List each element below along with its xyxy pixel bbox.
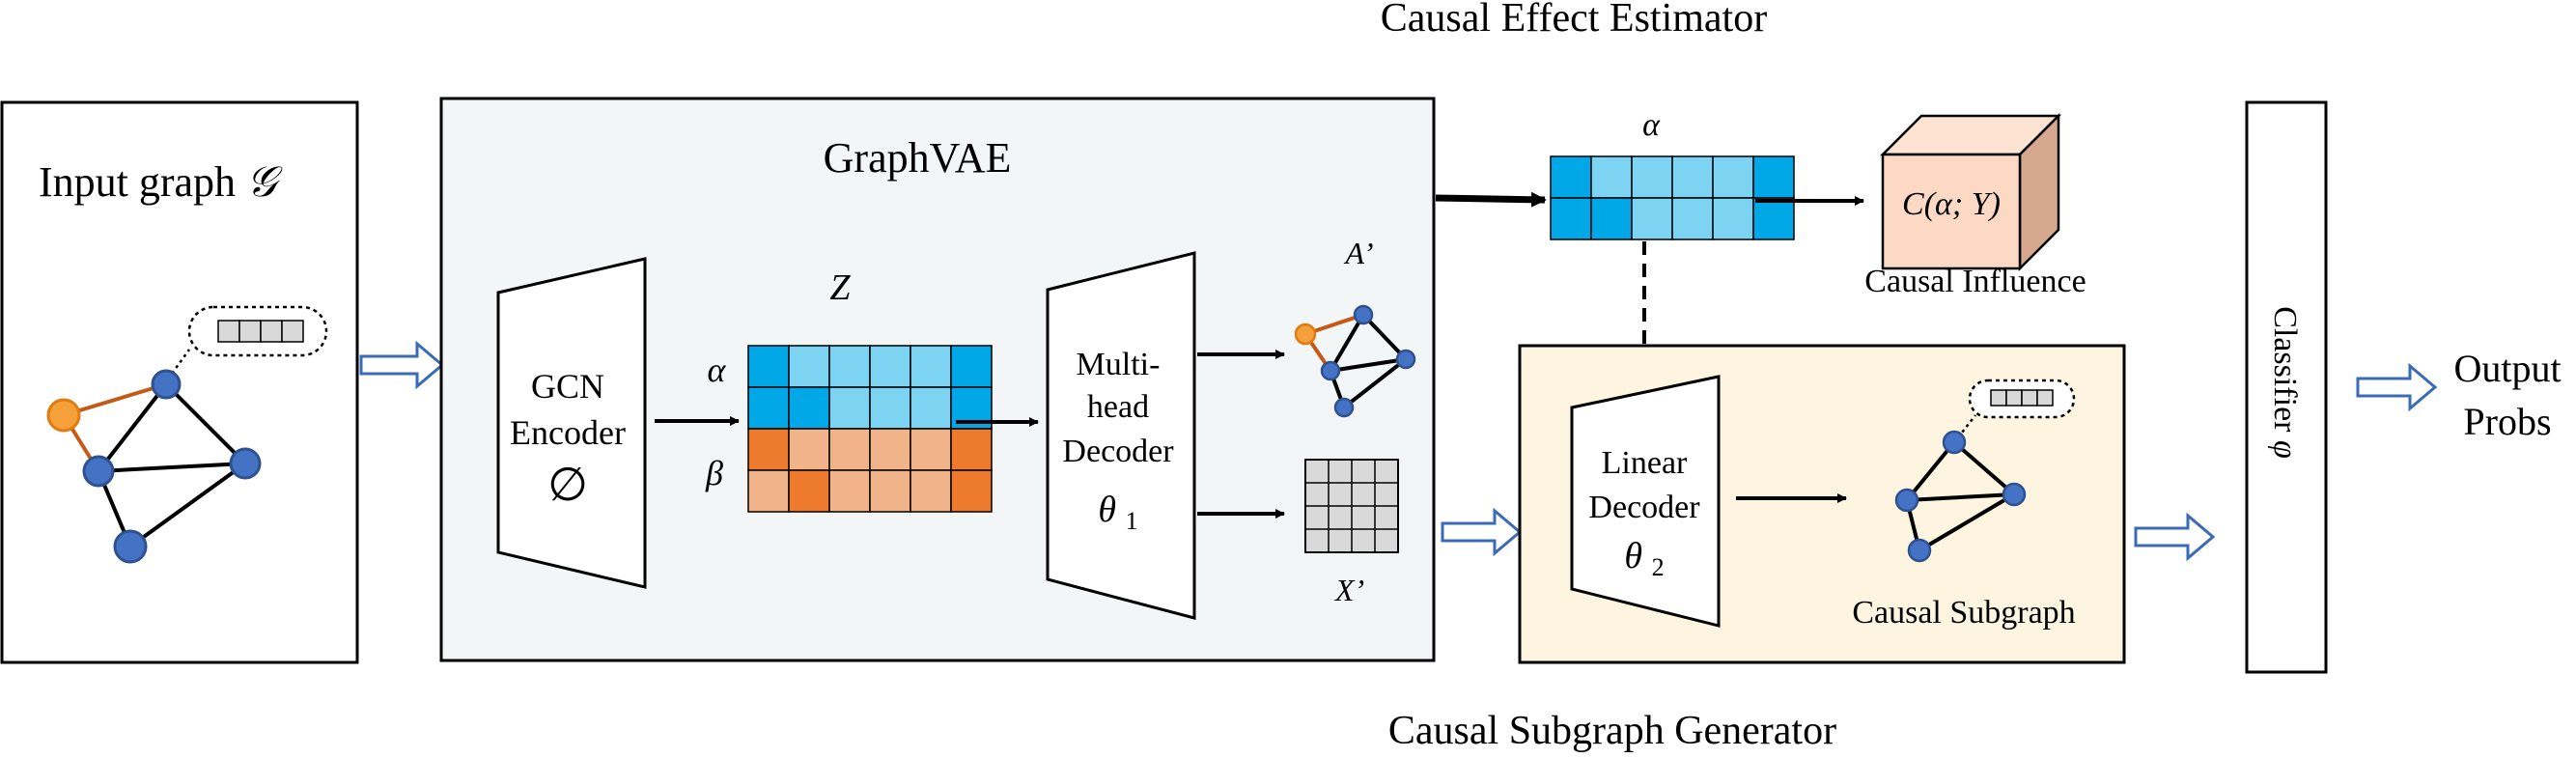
linear-decoder-symbol: θ [1624,536,1642,576]
svg-text:Classifier φ: Classifier φ [2267,306,2303,459]
causal-subgraph-generator: Linear Decoder θ 2 Causal Subgraph [1518,344,2126,664]
causal-influence-cube: C(α; Y) [1879,112,2062,272]
matrix-cell [950,345,993,388]
graph-node [113,529,148,564]
classifier-label: Classifier [2267,306,2303,433]
matrix-cell [788,386,830,430]
classifier-symbol: φ [2267,440,2303,459]
causal-influence-caption: Causal Influence [1864,264,2086,299]
feature-vector-icon [217,320,304,343]
matrix-cell [869,386,911,430]
gcn-encoder [496,257,647,589]
causal-effect-estimator-label: Causal Effect Estimator [1381,0,1767,41]
svg-text:θ 2: θ 2 [1624,536,1664,581]
matrix-cell [828,469,871,513]
matrix-cell [747,469,790,513]
decoder-label-1: Multi- [1077,347,1161,382]
matrix-cell [1631,197,1673,240]
matrix-cell [788,345,830,388]
encoder-symbol: ∅ [547,460,588,511]
matrix-cell [910,428,952,471]
causal-subgraph [1894,430,2027,563]
causal-effect-estimator: α C(α; Y) Causal Influence [1550,107,2086,299]
graph-node [151,369,182,400]
matrix-cell [1712,197,1754,240]
output-label-1: Output [2453,347,2561,390]
matrix-cell [747,386,790,430]
svg-text:Input graph 𝒢: Input graph 𝒢 [39,158,283,206]
encoder-label-2: Encoder [510,413,626,452]
svg-text:θ 1: θ 1 [1098,490,1137,535]
graphvae-panel: GraphVAE GCN Encoder ∅ Z α β Multi- head… [439,97,1436,662]
multihead-decoder [1046,251,1196,620]
causal-subgraph-generator-label: Causal Subgraph Generator [1388,709,1836,753]
matrix-cell [869,469,911,513]
hollow-arrow-input-to-vae [359,340,445,390]
matrix-cell [869,345,911,388]
alpha-vector [1550,155,1795,240]
matrix-cell [1712,155,1754,199]
matrix-cell [1671,155,1714,199]
matrix-cell [828,345,871,388]
graph-node [229,447,262,480]
input-graph-nodes [46,369,262,564]
beta-label: β [705,454,723,492]
output-label-2: Probs [2463,400,2551,443]
latent-matrix [747,345,993,513]
graphvae-title: GraphVAE [824,134,1012,182]
matrix-cell [1590,197,1633,240]
estimator-alpha-label: α [1642,107,1661,143]
matrix-cell [828,386,871,430]
graph-node [82,455,115,488]
matrix-cell [910,345,952,388]
matrix-cell [788,469,830,513]
matrix-cell [910,386,952,430]
x-prime-label: X’ [1333,573,1364,607]
linear-decoder-subscript: 2 [1652,553,1665,581]
linear-decoder-label-2: Decoder [1588,490,1700,525]
matrix-cell [950,428,993,471]
matrix-cell [747,428,790,471]
linear-decoder [1570,375,1721,628]
hollow-arrow-classifier-to-output [2356,362,2438,412]
alpha-label: α [708,351,727,389]
matrix-cell [1752,197,1795,240]
a-prime-label: A’ [1343,236,1373,270]
reconstructed-adjacency-graph [1294,304,1416,418]
classifier-box: Classifier φ [2245,100,2328,674]
matrix-cell [1590,155,1633,199]
latent-z-label: Z [829,267,851,308]
decoder-label-2: head [1087,389,1149,425]
decoder-label-3: Decoder [1062,434,1174,469]
hollow-arrow-vae-to-generator [1441,507,1523,557]
matrix-cell [747,345,790,388]
decoder-subscript: 1 [1126,507,1138,535]
causal-subgraph-caption: Causal Subgraph [1852,595,2075,631]
hollow-arrow-generator-to-classifier [2134,512,2216,562]
matrix-cell [1631,155,1673,199]
graph-node [46,398,81,433]
matrix-cell [788,428,830,471]
reconstructed-feature-matrix [1304,459,1399,553]
subgraph-feature-vector-icon [1990,389,2054,407]
matrix-cell [950,469,993,513]
matrix-cell [1671,197,1714,240]
matrix-cell [910,469,952,513]
matrix-cell [1752,155,1795,199]
linear-decoder-label-1: Linear [1602,445,1688,481]
matrix-cell [1550,197,1592,240]
matrix-cell [869,428,911,471]
matrix-cell [828,428,871,471]
decoder-symbol: θ [1098,490,1116,530]
input-graph-panel: Input graph 𝒢 [0,100,359,664]
matrix-cell [1550,155,1592,199]
causal-function-label: C(α; Y) [1902,186,2001,222]
encoder-label-1: GCN [531,367,604,406]
input-graph-title: Input graph [39,158,236,206]
